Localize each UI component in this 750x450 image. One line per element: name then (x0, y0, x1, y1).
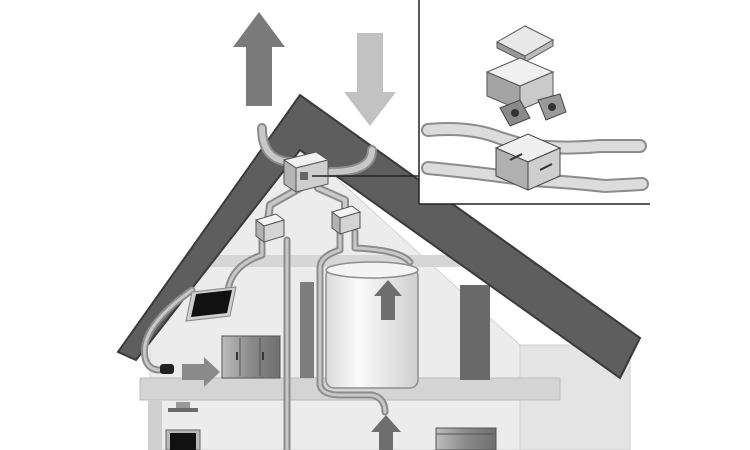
air-distribution-box-left (254, 213, 286, 243)
interior-pillar (300, 282, 314, 378)
exploded-fans (499, 93, 567, 127)
floor-vent-arrow (371, 415, 401, 450)
wall-shelf (168, 402, 198, 412)
lower-cabinet (435, 427, 497, 450)
exhaust-air-arrow (233, 12, 285, 106)
kitchen-cabinet (221, 335, 281, 379)
exploded-top-cover (495, 25, 555, 63)
heat-exchanger-inset (418, 0, 750, 205)
room-inflow-arrow (182, 357, 220, 387)
tank-upward-arrow (374, 280, 402, 320)
roof (116, 93, 642, 380)
tv-screen-icon (185, 286, 237, 322)
ventilation-unit (282, 151, 330, 193)
air-distribution-box-right (330, 205, 362, 235)
lower-left-pillar (148, 400, 162, 450)
hot-water-tank (325, 261, 419, 389)
intake-air-arrow (344, 33, 396, 126)
heat-exchanger-unit (494, 133, 562, 191)
right-dark-wall (460, 285, 490, 380)
duct-end-cap (160, 364, 174, 374)
exploded-core (485, 57, 555, 111)
lower-tv-icon (165, 429, 201, 450)
